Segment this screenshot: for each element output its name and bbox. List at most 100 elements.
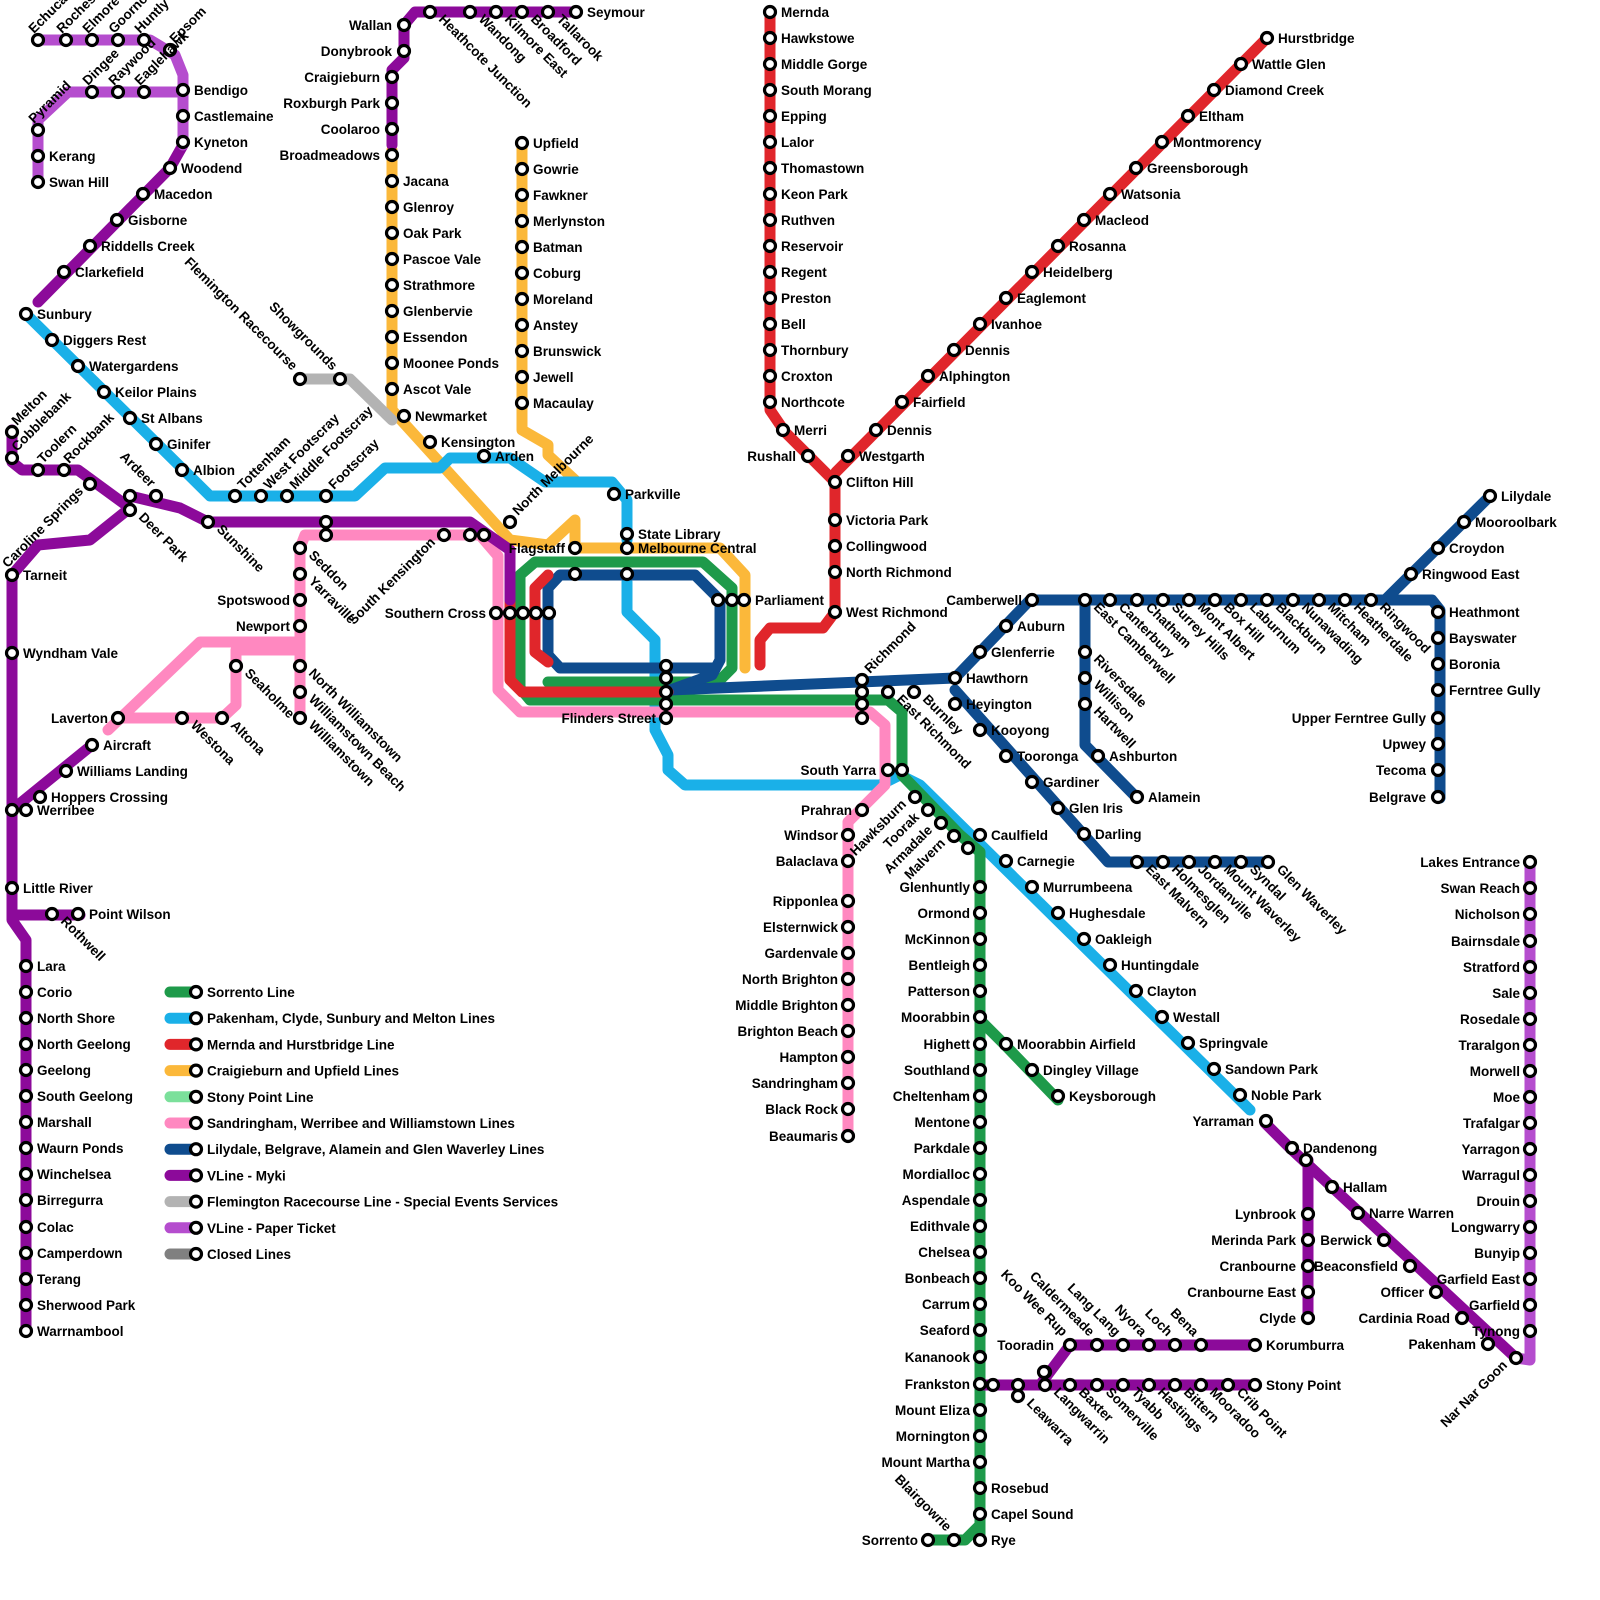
station[interactable]: Nar Nar Goon <box>1437 1353 1521 1431</box>
station-marker[interactable] <box>321 517 332 528</box>
station-marker[interactable] <box>1262 595 1273 606</box>
station-marker[interactable] <box>1144 1340 1155 1351</box>
station-marker[interactable] <box>113 35 124 46</box>
station-marker[interactable] <box>517 346 528 357</box>
station-marker[interactable] <box>975 1091 986 1102</box>
station-marker[interactable] <box>321 530 332 541</box>
station-marker[interactable] <box>1183 1038 1194 1049</box>
station-marker[interactable] <box>1027 882 1038 893</box>
station[interactable]: North Shore <box>21 1011 116 1026</box>
station[interactable]: Corio <box>21 985 73 1000</box>
station-marker[interactable] <box>21 961 32 972</box>
station-marker[interactable] <box>21 1248 32 1259</box>
station-marker[interactable] <box>544 608 555 619</box>
station[interactable]: Lynbrook <box>1235 1207 1314 1222</box>
station-marker[interactable] <box>1001 293 1012 304</box>
station[interactable]: Capel Sound <box>975 1507 1074 1522</box>
station-marker[interactable] <box>21 1222 32 1233</box>
station-marker[interactable] <box>843 1052 854 1063</box>
station-marker[interactable] <box>622 569 633 580</box>
station-marker[interactable] <box>1288 595 1299 606</box>
station-marker[interactable] <box>963 843 974 854</box>
station[interactable]: Wyndham Vale <box>7 646 119 661</box>
station[interactable]: Gowrie <box>517 162 580 177</box>
station[interactable]: Eltham <box>1183 109 1245 124</box>
station[interactable]: Cardinia Road <box>1358 1311 1467 1326</box>
station-marker[interactable] <box>517 242 528 253</box>
station[interactable]: Colac <box>21 1220 75 1235</box>
station-marker[interactable] <box>843 948 854 959</box>
station-marker[interactable] <box>491 608 502 619</box>
station[interactable]: Middle Brighton <box>735 998 853 1013</box>
station-marker[interactable] <box>1366 595 1377 606</box>
station-marker[interactable] <box>975 1169 986 1180</box>
station-marker[interactable] <box>99 387 110 398</box>
station-marker[interactable] <box>387 228 398 239</box>
station-marker[interactable] <box>7 570 18 581</box>
station-marker[interactable] <box>1027 777 1038 788</box>
station-marker[interactable] <box>59 465 70 476</box>
station[interactable]: Macleod <box>1079 213 1150 228</box>
station-marker[interactable] <box>975 934 986 945</box>
station[interactable]: Caulfield <box>975 828 1049 843</box>
station-marker[interactable] <box>1118 1380 1129 1391</box>
station-marker[interactable] <box>765 215 776 226</box>
station[interactable]: South Geelong <box>21 1089 134 1104</box>
station-marker[interactable] <box>713 595 724 606</box>
station[interactable]: Merri <box>778 423 828 438</box>
station-marker[interactable] <box>1525 962 1536 973</box>
station[interactable]: Merinda Park <box>1211 1233 1313 1248</box>
station-marker[interactable] <box>177 465 188 476</box>
station[interactable]: Edithvale <box>910 1219 986 1234</box>
station-marker[interactable] <box>178 137 189 148</box>
station[interactable]: Birregurra <box>21 1193 104 1208</box>
station[interactable]: Macaulay <box>517 396 595 411</box>
station-marker[interactable] <box>936 818 947 829</box>
station-marker[interactable] <box>1433 685 1444 696</box>
station-marker[interactable] <box>1433 765 1444 776</box>
station-marker[interactable] <box>35 792 46 803</box>
station-marker[interactable] <box>33 177 44 188</box>
station-marker[interactable] <box>923 371 934 382</box>
station-marker[interactable] <box>203 517 214 528</box>
station-marker[interactable] <box>871 425 882 436</box>
station-marker[interactable] <box>1027 267 1038 278</box>
station[interactable]: Brunswick <box>517 344 602 359</box>
station-marker[interactable] <box>21 987 32 998</box>
station[interactable]: Tecoma <box>1376 763 1444 778</box>
station-marker[interactable] <box>85 479 96 490</box>
station-marker[interactable] <box>975 1012 986 1023</box>
station[interactable]: Sandringham <box>752 1076 854 1091</box>
station-marker[interactable] <box>1118 1340 1129 1351</box>
station-marker[interactable] <box>517 138 528 149</box>
station[interactable]: Reservoir <box>765 239 845 254</box>
station[interactable]: Hughesdale <box>1053 906 1147 921</box>
station-marker[interactable] <box>1525 1170 1536 1181</box>
station-marker[interactable] <box>387 72 398 83</box>
station[interactable]: Lara <box>21 959 67 974</box>
station-marker[interactable] <box>909 687 920 698</box>
station-marker[interactable] <box>975 830 986 841</box>
station[interactable]: Rye <box>975 1533 1017 1548</box>
station-marker[interactable] <box>765 59 776 70</box>
station[interactable]: Rushall <box>747 449 813 464</box>
station-marker[interactable] <box>1157 137 1168 148</box>
station-marker[interactable] <box>975 882 986 893</box>
station-marker[interactable] <box>1080 673 1091 684</box>
station-marker[interactable] <box>843 1078 854 1089</box>
station[interactable]: Jacana <box>387 174 450 189</box>
station-marker[interactable] <box>1525 1092 1536 1103</box>
station-marker[interactable] <box>975 1247 986 1258</box>
station-marker[interactable] <box>765 397 776 408</box>
station-marker[interactable] <box>1483 1339 1494 1350</box>
station-marker[interactable] <box>843 451 854 462</box>
station-marker[interactable] <box>830 515 841 526</box>
station-marker[interactable] <box>1079 829 1090 840</box>
station[interactable]: Clifton Hill <box>830 475 914 490</box>
station[interactable]: Little River <box>7 881 94 896</box>
station[interactable]: West Richmond <box>830 605 948 620</box>
station-marker[interactable] <box>1131 163 1142 174</box>
station-marker[interactable] <box>1196 1380 1207 1391</box>
station[interactable]: Seymour <box>571 5 646 20</box>
station[interactable]: Werribee <box>21 803 96 818</box>
